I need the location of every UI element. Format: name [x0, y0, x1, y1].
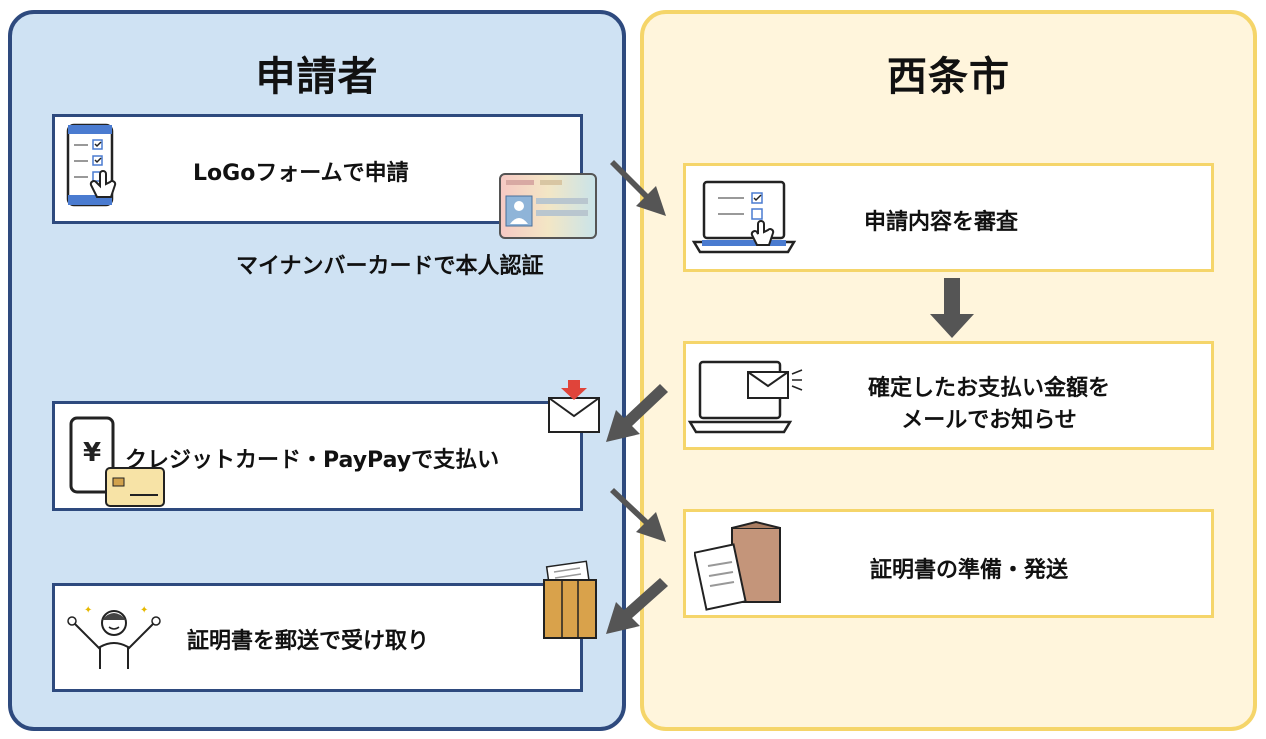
phone-yen-icon: ¥ [69, 416, 115, 494]
smartphone-checklist-icon [66, 123, 117, 207]
svg-text:✦: ✦ [140, 605, 148, 616]
step-notify-label-line2: メールでお知らせ [901, 408, 1077, 433]
step-logo-form-label: LoGoフォームで申請 [193, 161, 409, 186]
step-prepare-label: 証明書の準備・発送 [870, 558, 1069, 583]
step-review-label: 申請内容を審査 [864, 210, 1019, 235]
arrow-to-receive [606, 578, 668, 634]
step-payment-label: クレジットカード・PayPayで支払い [125, 448, 500, 473]
id-card-icon [499, 173, 597, 239]
step-notify-label-line1: 確定したお支払い金額を [867, 376, 1110, 401]
city-title: 西条市 [887, 54, 1010, 100]
step-payment-box: クレジットカード・PayPayで支払い [52, 401, 583, 511]
laptop-checklist-icon [691, 180, 797, 254]
arrow-to-payment [606, 384, 668, 442]
happy-person-icon: ✦ ✦ [67, 605, 161, 669]
svg-text:¥: ¥ [83, 438, 101, 468]
applicant-title: 申請者 [255, 54, 379, 100]
laptop-mail-icon [687, 360, 803, 434]
credit-card-icon [105, 467, 165, 507]
mail-download-icon [548, 380, 600, 433]
envelope-document-icon [543, 560, 597, 639]
arrow-to-prepare [606, 488, 666, 542]
step-mynumber-label: マイナンバーカードで本人認証 [236, 254, 544, 279]
arrow-down-to-notify [930, 278, 974, 338]
arrow-to-review [606, 160, 666, 216]
svg-text:✦: ✦ [84, 605, 92, 616]
step-logo-form-box: LoGoフォームで申請 [52, 114, 583, 224]
step-receive-label: 証明書を郵送で受け取り [187, 629, 430, 654]
document-envelope-icon [694, 520, 781, 611]
